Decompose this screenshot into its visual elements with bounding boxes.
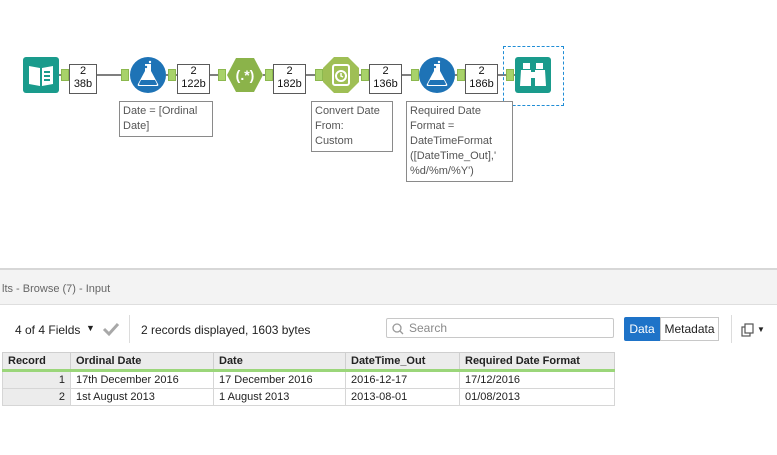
record-cell[interactable]: 2 <box>2 388 71 406</box>
datetime-tool[interactable] <box>323 57 359 93</box>
formula-annotation: Date = [Ordinal Date] <box>119 101 213 137</box>
record-count: 2 <box>382 65 389 77</box>
chevron-down-icon[interactable]: ▼ <box>86 323 95 333</box>
byte-count: 136b <box>373 78 398 90</box>
table-row[interactable]: 1 17th December 2016 17 December 2016 20… <box>2 370 615 389</box>
table-row[interactable]: 2 1st August 2013 1 August 2013 2013-08-… <box>2 388 615 406</box>
search-icon <box>392 323 404 335</box>
input-anchor[interactable] <box>218 69 226 81</box>
input-anchor[interactable] <box>121 69 129 81</box>
workflow-canvas[interactable]: 2 38b 2 122b 2 182b 2 136b 2 186b <box>0 0 777 268</box>
record-count-box: 2 186b <box>465 64 498 94</box>
records-info: 2 records displayed, 1603 bytes <box>141 323 311 337</box>
table-cell[interactable]: 17th December 2016 <box>70 370 214 389</box>
table-cell[interactable]: 2016-12-17 <box>345 370 460 389</box>
formula-tool[interactable] <box>419 57 455 93</box>
output-anchor[interactable] <box>61 69 69 81</box>
fields-selector[interactable]: 4 of 4 Fields <box>15 323 81 337</box>
divider <box>731 315 732 343</box>
column-header-datetime-out[interactable]: DateTime_Out <box>345 352 460 372</box>
book-icon <box>23 57 59 93</box>
byte-count: 38b <box>73 78 93 90</box>
table-cell[interactable]: 1 August 2013 <box>213 388 346 406</box>
formula-tool[interactable] <box>130 57 166 93</box>
byte-count: 186b <box>469 78 494 90</box>
datetime-annotation: Convert Date From: Custom <box>311 101 393 152</box>
table-cell[interactable]: 17 December 2016 <box>213 370 346 389</box>
results-window: lts - Browse (7) - Input 4 of 4 Fields ▼… <box>0 268 777 455</box>
divider <box>129 315 130 343</box>
input-anchor[interactable] <box>411 69 419 81</box>
search-input[interactable]: Search <box>386 318 614 338</box>
output-anchor[interactable] <box>168 69 176 81</box>
column-header-ordinal-date[interactable]: Ordinal Date <box>70 352 214 372</box>
input-anchor[interactable] <box>506 69 514 81</box>
table-cell[interactable]: 17/12/2016 <box>459 370 615 389</box>
metadata-view-button[interactable]: Metadata <box>660 317 719 341</box>
table-cell[interactable]: 1st August 2013 <box>70 388 214 406</box>
flask-icon <box>130 57 166 93</box>
results-toolbar: 4 of 4 Fields ▼ 2 records displayed, 160… <box>0 306 777 349</box>
record-count: 2 <box>79 65 87 77</box>
column-header-required-date-format[interactable]: Required Date Format <box>459 352 615 372</box>
record-count-box: 2 122b <box>177 64 210 94</box>
regex-icon: (.*) <box>227 58 263 92</box>
checkmark-icon[interactable] <box>102 321 120 337</box>
table-cell[interactable]: 01/08/2013 <box>459 388 615 406</box>
byte-count: 122b <box>181 78 206 90</box>
copy-icon[interactable] <box>741 323 755 337</box>
data-view-button[interactable]: Data <box>624 317 660 341</box>
table-header-row: Record Ordinal Date Date DateTime_Out Re… <box>2 352 615 372</box>
output-anchor[interactable] <box>265 69 273 81</box>
input-data-tool[interactable] <box>23 57 59 93</box>
record-count-box: 2 182b <box>273 64 306 94</box>
record-count: 2 <box>478 65 485 77</box>
search-placeholder: Search <box>409 321 448 335</box>
formula-annotation: Required Date Format = DateTimeFormat ([… <box>406 101 513 182</box>
results-table: Record Ordinal Date Date DateTime_Out Re… <box>2 352 615 406</box>
results-title: lts - Browse (7) - Input <box>0 270 777 305</box>
record-count-box: 2 38b <box>69 64 97 94</box>
svg-text:(.*): (.*) <box>236 67 255 83</box>
input-anchor[interactable] <box>315 69 323 81</box>
clock-icon <box>323 57 359 93</box>
binoculars-icon <box>515 57 551 93</box>
regex-tool[interactable]: (.*) <box>227 57 263 93</box>
output-anchor[interactable] <box>361 69 369 81</box>
byte-count: 182b <box>277 78 302 90</box>
selection-frame <box>503 46 564 106</box>
record-count-box: 2 136b <box>369 64 402 94</box>
record-count: 2 <box>286 65 293 77</box>
chevron-down-icon[interactable]: ▼ <box>757 325 765 334</box>
column-header-date[interactable]: Date <box>213 352 346 372</box>
output-anchor[interactable] <box>457 69 465 81</box>
flask-icon <box>419 57 455 93</box>
column-header-record[interactable]: Record <box>2 352 71 372</box>
record-count: 2 <box>190 65 197 77</box>
browse-tool[interactable] <box>515 57 551 93</box>
table-cell[interactable]: 2013-08-01 <box>345 388 460 406</box>
record-cell[interactable]: 1 <box>2 370 71 389</box>
